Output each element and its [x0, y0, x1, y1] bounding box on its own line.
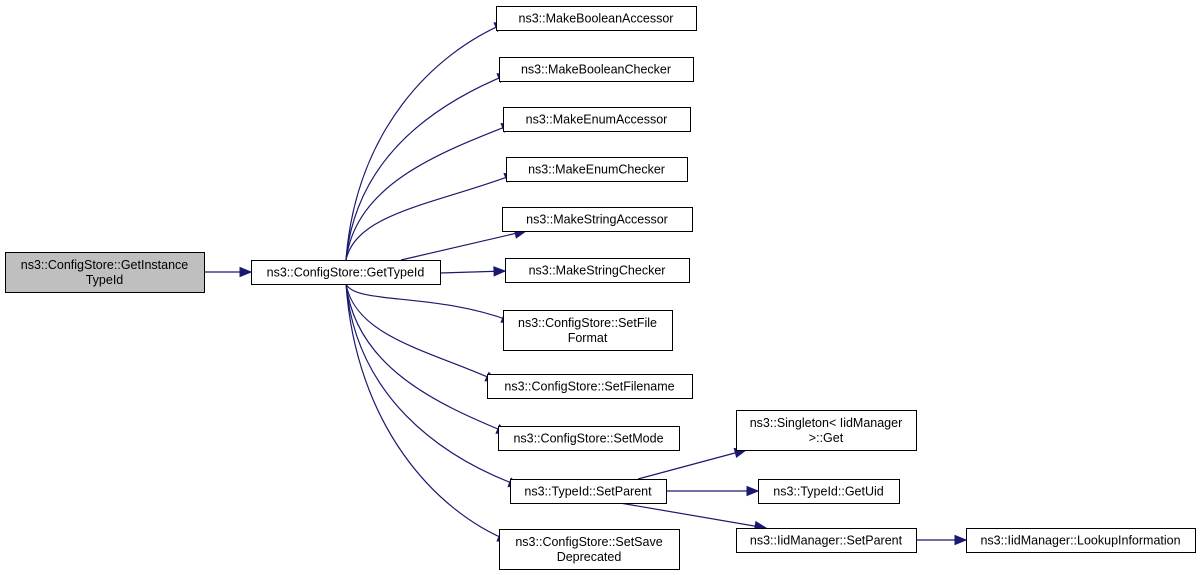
node-label: ns3::Singleton< IidManager: [750, 416, 903, 430]
node-label: ns3::MakeEnumAccessor: [526, 113, 668, 127]
node-box: [966, 528, 1196, 553]
edge-gettypeid-to-makestringchecker: [439, 266, 507, 277]
node-box: [499, 529, 680, 570]
node-box: [487, 374, 693, 399]
node-box: [502, 207, 693, 232]
edge-typeid-setparent-to-typeid-getuid: [666, 485, 760, 497]
node-label: ns3::MakeBooleanChecker: [521, 63, 671, 77]
node-box: [503, 310, 673, 351]
edge-gettypeid-to-makestringaccessor: [400, 228, 528, 261]
node-box: [758, 479, 900, 504]
node-label: ns3::TypeId::GetUid: [773, 485, 884, 499]
node-setmode[interactable]: ns3::ConfigStore::SetMode: [498, 426, 680, 451]
edge-gettypeid-to-makebooleanaccessor: [345, 22, 508, 261]
edge-line: [345, 123, 514, 261]
node-box: [5, 252, 205, 293]
edge-gettypeid-to-setfileformat: [345, 283, 515, 323]
edge-line: [345, 283, 509, 434]
node-label: ns3::MakeStringChecker: [529, 264, 666, 278]
node-label: ns3::ConfigStore::SetMode: [513, 432, 663, 446]
edge-line: [345, 283, 521, 487]
edge-line: [400, 230, 527, 261]
edge-typeid-setparent-to-singleton-get: [637, 447, 748, 480]
edge-line: [345, 283, 514, 323]
edge-iidmanager-setparent-to-iidmanager-lookupinformation: [916, 534, 968, 546]
node-singleton-get[interactable]: ns3::Singleton< IidManager>::Get: [736, 410, 917, 451]
node-typeid-setparent[interactable]: ns3::TypeId::SetParent: [510, 479, 667, 504]
edge-typeid-setparent-to-iidmanager-setparent: [619, 502, 768, 532]
node-gettypeid[interactable]: ns3::ConfigStore::GetTypeId: [251, 260, 441, 285]
edge-gettypeid-to-makebooleanchecker: [345, 73, 511, 261]
node-label: Format: [568, 331, 608, 345]
arrowhead-icon: [954, 534, 968, 546]
node-box: [251, 260, 441, 285]
arrowhead-icon: [239, 266, 253, 278]
edge-line: [345, 173, 517, 261]
node-label: ns3::IidManager::LookupInformation: [980, 534, 1180, 548]
edge-getinstancetypeid-to-gettypeid: [204, 266, 253, 278]
node-box: [510, 479, 667, 504]
node-label: >::Get: [809, 431, 844, 445]
node-label: ns3::MakeBooleanAccessor: [519, 12, 674, 26]
node-box: [499, 57, 694, 82]
node-box: [498, 426, 680, 451]
node-label: ns3::ConfigStore::SetFile: [518, 316, 657, 330]
edge-gettypeid-to-makeenumchecker: [345, 172, 518, 261]
node-box: [736, 528, 917, 553]
node-box: [736, 410, 917, 451]
node-label: Deprecated: [557, 550, 622, 564]
node-makestringaccessor[interactable]: ns3::MakeStringAccessor: [502, 207, 693, 232]
arrowhead-icon: [493, 266, 507, 277]
edge-line: [345, 283, 498, 382]
node-label: ns3::MakeStringAccessor: [526, 213, 668, 227]
node-label: ns3::ConfigStore::SetSave: [515, 535, 662, 549]
node-box: [505, 258, 690, 283]
edge-line: [345, 73, 510, 261]
node-makebooleanchecker[interactable]: ns3::MakeBooleanChecker: [499, 57, 694, 82]
node-label: ns3::ConfigStore::GetTypeId: [267, 266, 425, 280]
node-label: ns3::ConfigStore::GetInstance: [21, 258, 189, 272]
node-label: ns3::MakeEnumChecker: [528, 163, 665, 177]
node-label: ns3::IidManager::SetParent: [750, 534, 903, 548]
node-setfilename[interactable]: ns3::ConfigStore::SetFilename: [487, 374, 693, 399]
node-label: ns3::TypeId::SetParent: [524, 485, 652, 499]
arrowhead-icon: [746, 485, 760, 497]
node-makestringchecker[interactable]: ns3::MakeStringChecker: [505, 258, 690, 283]
node-label: TypeId: [86, 273, 124, 287]
node-label: ns3::ConfigStore::SetFilename: [504, 380, 674, 394]
node-box: [506, 157, 688, 182]
node-iidmanager-setparent[interactable]: ns3::IidManager::SetParent: [736, 528, 917, 553]
edge-line: [345, 22, 507, 261]
node-typeid-getuid[interactable]: ns3::TypeId::GetUid: [758, 479, 900, 504]
node-iidmanager-lookupinformation[interactable]: ns3::IidManager::LookupInformation: [966, 528, 1196, 553]
node-box: [503, 107, 691, 132]
nodes: ns3::ConfigStore::GetInstanceTypeIdns3::…: [5, 6, 1196, 570]
node-makebooleanaccessor[interactable]: ns3::MakeBooleanAccessor: [496, 6, 697, 31]
edge-line: [345, 283, 510, 542]
node-makeenumaccessor[interactable]: ns3::MakeEnumAccessor: [503, 107, 691, 132]
edge-line: [619, 502, 767, 529]
node-makeenumchecker[interactable]: ns3::MakeEnumChecker: [506, 157, 688, 182]
edge-gettypeid-to-setfilename: [345, 283, 499, 382]
edge-gettypeid-to-setmode: [345, 283, 510, 434]
node-box: [496, 6, 697, 31]
edge-line: [637, 449, 747, 480]
